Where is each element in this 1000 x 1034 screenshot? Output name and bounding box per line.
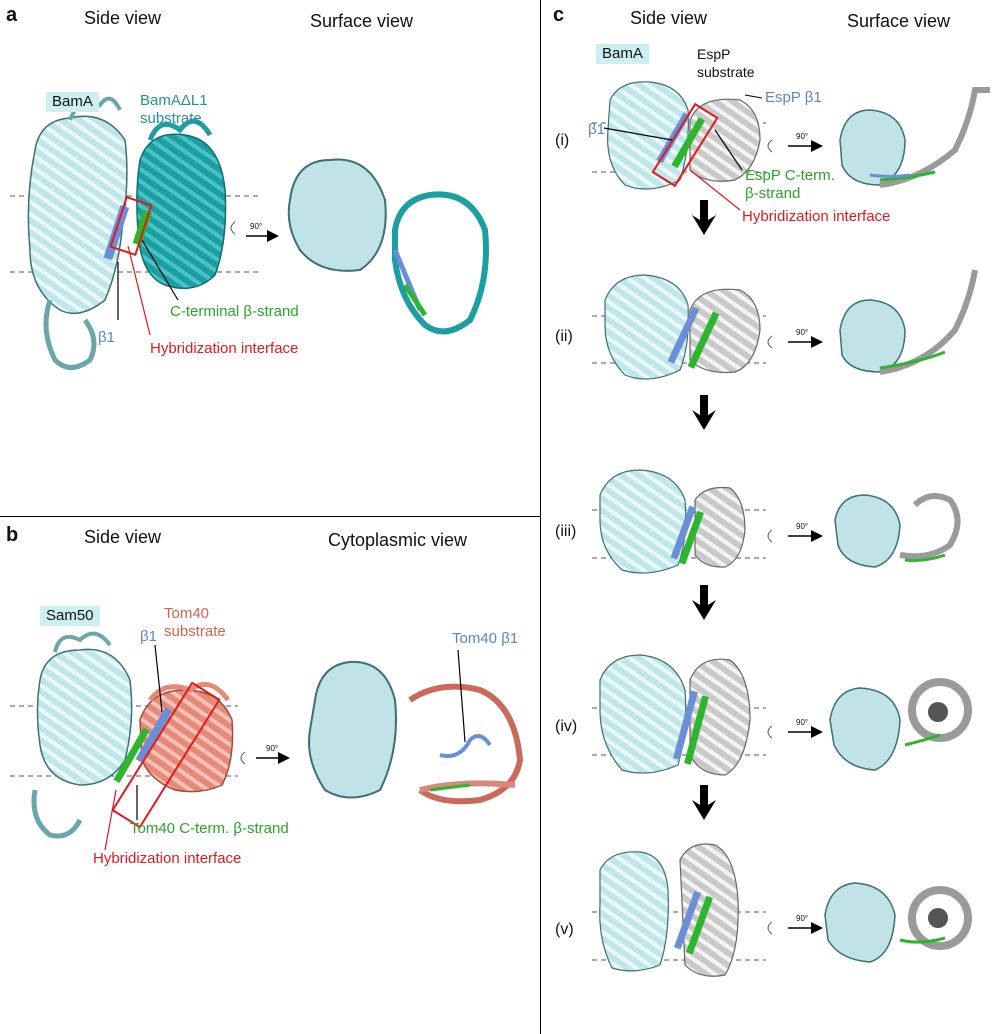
rotation-label-iii: 90°	[796, 522, 809, 531]
panel-a-side-view-title: Side view	[84, 8, 162, 28]
interface-label: Hybridization interface	[150, 340, 299, 357]
espp-cterm-line2: β-strand	[745, 185, 801, 202]
down-arrow-4	[692, 785, 716, 820]
rotation-label-v: 90°	[796, 914, 809, 923]
beta1-label: β1	[98, 329, 115, 346]
stage-arrows	[692, 200, 716, 820]
cterm-leader	[141, 239, 179, 301]
interface-box	[111, 681, 221, 829]
rotation-icon	[240, 751, 246, 765]
tom40-beta1-label: Tom40 β1	[452, 630, 519, 647]
rotation-label-iv: 90°	[796, 718, 809, 727]
rotation-label: 90°	[266, 744, 279, 753]
horizontal-divider	[0, 516, 540, 517]
bama-label: BamA	[46, 92, 99, 112]
panel-c-side-view-title: Side view	[630, 8, 708, 28]
down-arrow-1	[692, 200, 716, 235]
stage-label-iv: (iv)	[555, 718, 578, 735]
sam50-label: Sam50	[40, 606, 100, 626]
stage-label-iii: (iii)	[555, 523, 577, 540]
sam50-structure	[31, 631, 133, 839]
panel-c-graphics	[592, 81, 990, 977]
panel-a-surface-view-title: Surface view	[310, 11, 414, 31]
interface-box	[109, 195, 153, 257]
interface-leader	[127, 245, 151, 336]
stage-v-graphics	[592, 843, 972, 977]
beta1-strand	[135, 707, 173, 763]
tom40-substrate-line2: substrate	[164, 623, 226, 640]
substrate-label-line2: substrate	[140, 110, 202, 127]
tom40-beta1-leader	[457, 649, 466, 743]
panel-b-cyto-view-title: Cytoplasmic view	[328, 530, 468, 550]
panel-a-letter: a	[6, 4, 18, 26]
tom40-substrate-label: Tom40 substrate	[164, 605, 226, 641]
substrate-label-line1: BamAΔL1	[140, 92, 208, 109]
espp-substrate-label: EspP substrate	[697, 45, 755, 81]
panel-b-side-view-title: Side view	[84, 527, 162, 547]
cytoplasmic-view-b	[308, 649, 524, 805]
stage-ii-graphics	[592, 269, 978, 380]
panel-b-letter: b	[6, 524, 19, 546]
substrate-label: BamAΔL1 substrate	[140, 92, 208, 128]
panel-c-letter: c	[553, 4, 565, 26]
rotation-label-i: 90°	[796, 132, 809, 141]
stage-iii-graphics	[592, 469, 961, 574]
espp-substrate-line1: EspP	[697, 46, 731, 62]
beta1-label: β1	[588, 121, 605, 138]
down-arrow-3	[692, 585, 716, 620]
surface-view-a	[287, 158, 489, 335]
stage-i-graphics	[592, 81, 990, 211]
cterm-label: C-terminal β-strand	[170, 303, 299, 320]
rotation-icon	[230, 221, 236, 235]
cterm-strand	[113, 727, 150, 783]
stage-label-ii: (ii)	[555, 328, 573, 345]
bama-label: BamA	[596, 44, 649, 64]
interface-box	[651, 102, 719, 188]
interface-leader	[104, 789, 117, 851]
espp-cterm-label: EspP C-term. β-strand	[745, 167, 835, 203]
panel-b-graphics	[10, 631, 524, 851]
panel-a-graphics	[10, 96, 489, 370]
panel-c-surface-view-title: Surface view	[847, 11, 951, 31]
rotation-label-ii: 90°	[796, 328, 809, 337]
espp-beta1-label: EspP β1	[765, 89, 822, 106]
stage-label-v: (v)	[555, 921, 574, 938]
espp-cterm-line1: EspP C-term.	[745, 167, 835, 184]
tom40-substrate-line1: Tom40	[164, 605, 210, 622]
rotation-label: 90°	[250, 222, 263, 231]
interface-label: Hybridization interface	[742, 208, 891, 225]
beta1-leader	[154, 644, 163, 713]
cterm-label: Tom40 C-term. β-strand	[130, 820, 289, 837]
vertical-divider	[540, 0, 541, 1034]
stage-iv-graphics	[592, 654, 972, 776]
stage-label-i: (i)	[555, 132, 570, 149]
interface-label: Hybridization interface	[93, 850, 242, 867]
down-arrow-2	[692, 395, 716, 430]
beta1-label: β1	[140, 628, 157, 645]
espp-substrate-line2: substrate	[697, 64, 755, 80]
